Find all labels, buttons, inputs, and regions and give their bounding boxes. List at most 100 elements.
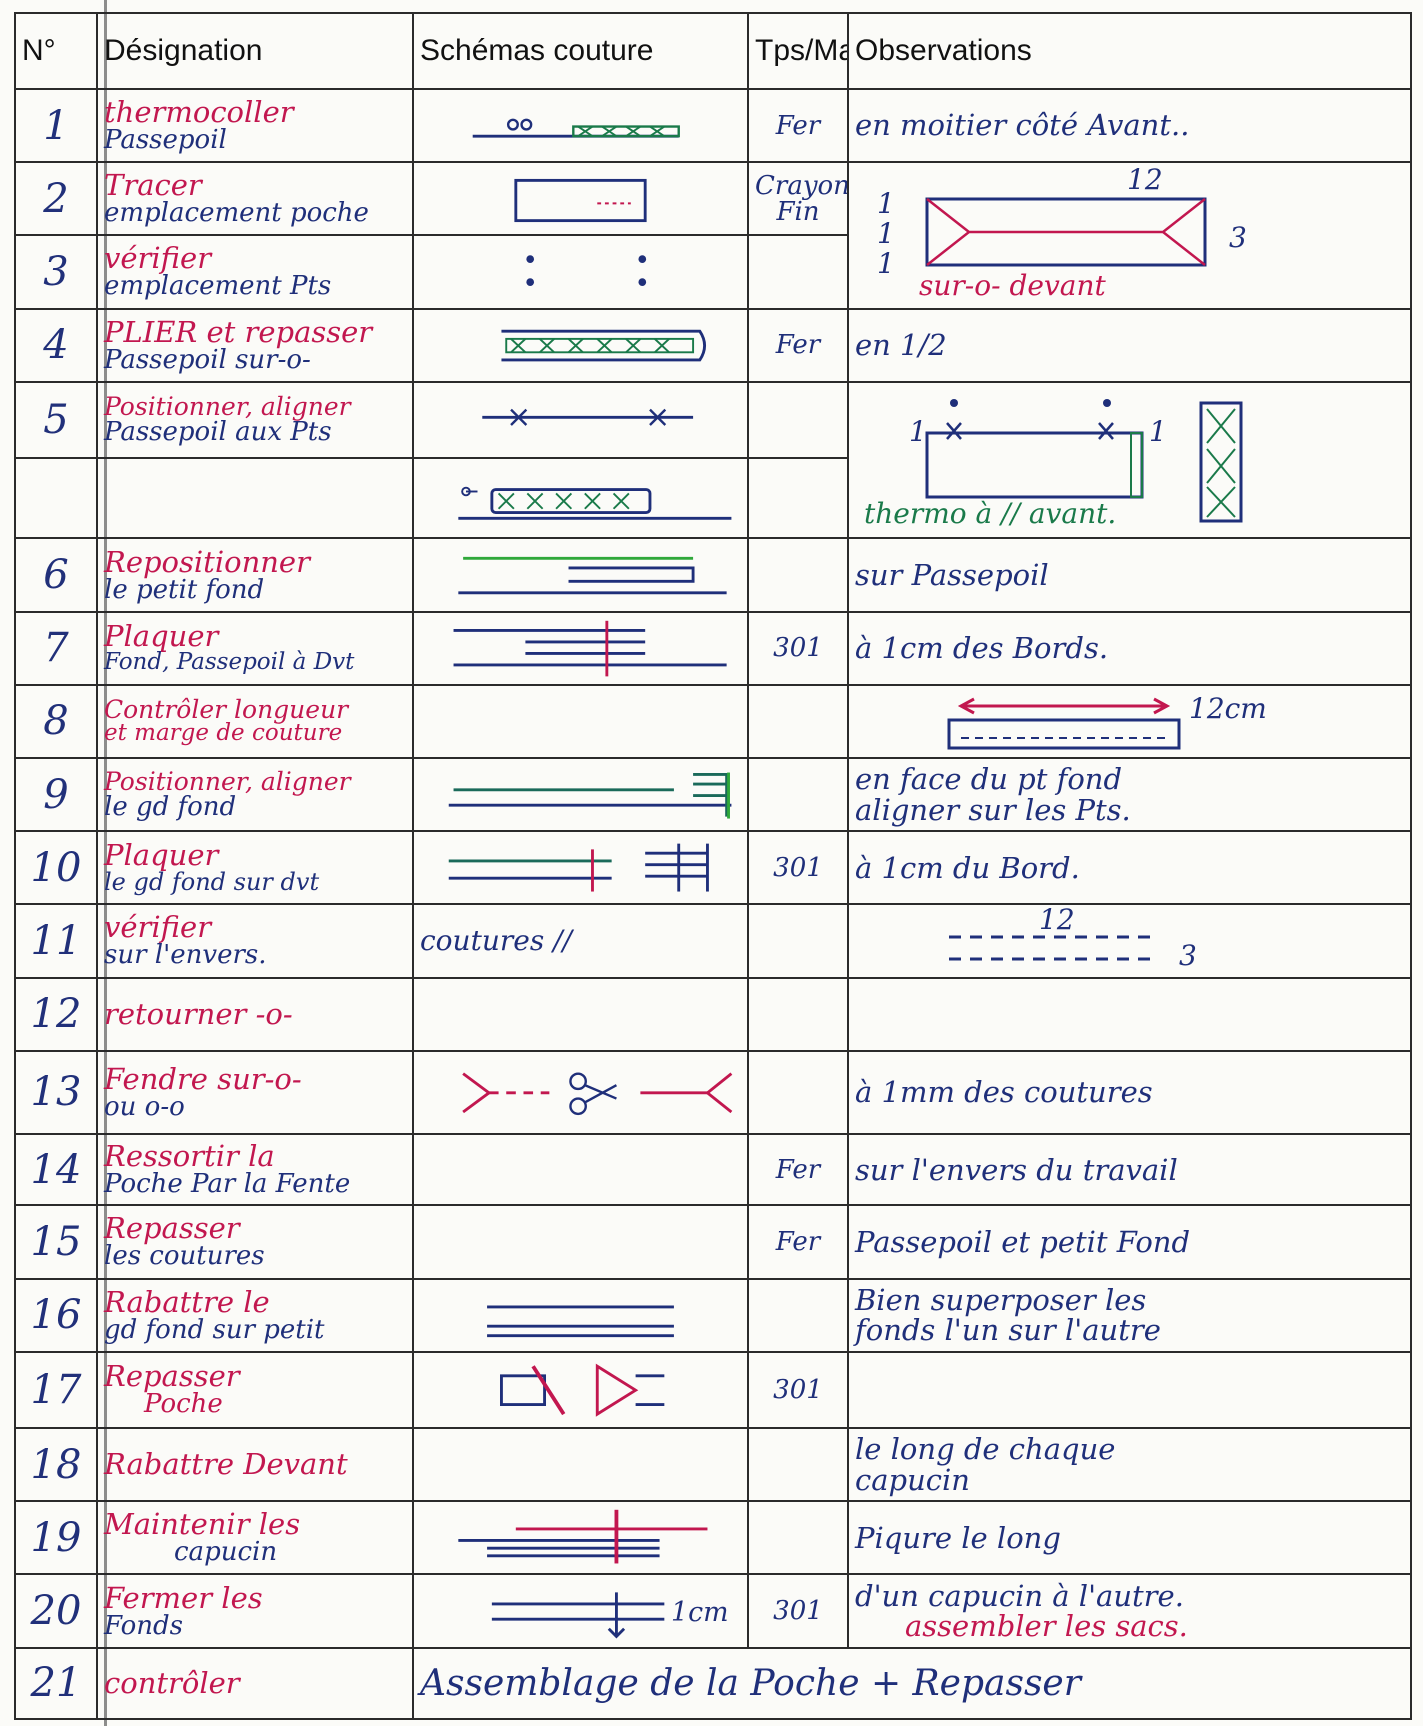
row-tps: Crayon Fin xyxy=(747,161,849,237)
designation-detail: le petit fond xyxy=(104,574,265,605)
row-tps xyxy=(747,903,849,979)
observation-line: en face du pt fond xyxy=(855,762,1123,797)
schema-align-sketch xyxy=(482,408,694,426)
designation-detail: Passepoil sur-o- xyxy=(104,344,311,375)
designation-action: retourner -o- xyxy=(104,996,293,1031)
row-observation: d'un capucin à l'autre.assembler les sac… xyxy=(847,1573,1412,1649)
schema-cell xyxy=(412,161,749,237)
schema-pocket-rectangle-sketch xyxy=(514,179,647,223)
seam-length-label: 12 xyxy=(1039,905,1075,936)
designation-detail: le gd fond xyxy=(104,792,237,823)
observation-thermo-diagram: 1 1 thermo à // avant. xyxy=(847,380,1412,540)
dimension-length-label: 12 xyxy=(1127,163,1163,196)
designation-action: Fendre sur-o- xyxy=(104,1061,302,1096)
row-number: 16 xyxy=(14,1277,98,1353)
observation-seams-diagram: 12 3 xyxy=(847,903,1412,979)
row-number: 6 xyxy=(14,537,98,613)
schema-cut-scissors-sketch xyxy=(462,1072,733,1115)
row-observation xyxy=(847,1350,1412,1430)
designation-detail: capucin xyxy=(174,1537,278,1568)
sewing-operations-table: N° Désignation Schémas couture Tps/Mach … xyxy=(14,12,1412,1721)
row-observation: en 1/2 xyxy=(847,307,1412,383)
designation-detail: et marge de couture xyxy=(104,720,343,747)
schema-fold-sketch xyxy=(501,329,707,361)
row-number: 7 xyxy=(14,610,98,686)
row-designation: Fendre sur-o-ou o-o xyxy=(96,1049,414,1136)
row-number: 19 xyxy=(14,1500,98,1576)
row-number: 3 xyxy=(14,234,98,310)
schema-cell xyxy=(412,1133,749,1207)
row-designation xyxy=(96,457,414,540)
observation-length-diagram: 12cm xyxy=(847,683,1412,759)
designation-action: Tracer xyxy=(104,168,202,203)
schema-cell xyxy=(412,610,749,686)
designation-action: Rabattre Devant xyxy=(104,1447,348,1482)
designation-action: vérifier xyxy=(104,241,212,276)
row-number: 13 xyxy=(14,1049,98,1136)
row-number: 5 xyxy=(14,380,98,460)
designation-detail: Poche xyxy=(144,1389,223,1420)
observation-line: d'un capucin à l'autre. xyxy=(855,1578,1184,1613)
designation-action: Plaquer xyxy=(104,619,219,654)
observation-line: le long de chaque xyxy=(855,1432,1116,1467)
schema-cell xyxy=(412,1427,749,1503)
observation-line: assembler les sacs. xyxy=(905,1609,1188,1644)
row-observation: sur l'envers du travail xyxy=(847,1133,1412,1207)
designation-action: contrôler xyxy=(104,1665,240,1700)
row-number: 15 xyxy=(14,1204,98,1280)
schema-cell xyxy=(412,1350,749,1430)
schema-plaquer-sketch xyxy=(453,620,727,677)
thermo-caption: thermo à // avant. xyxy=(864,497,1116,530)
row-observation xyxy=(847,976,1412,1052)
designation-action: Positionner, aligner xyxy=(104,767,351,797)
seam-width-label: 3 xyxy=(1179,939,1197,972)
row-tps xyxy=(747,1049,849,1136)
row-tps xyxy=(747,537,849,613)
final-step-note: Assemblage de la Poche + Repasser xyxy=(412,1646,1412,1721)
row-observation: à 1cm des Bords. xyxy=(847,610,1412,686)
designation-detail: Fond, Passepoil à Dvt xyxy=(104,649,355,676)
row-number: 9 xyxy=(14,756,98,833)
row-number: 8 xyxy=(14,683,98,759)
point-label: 1 xyxy=(909,415,927,448)
designation-action: Repasser xyxy=(104,1359,240,1394)
row-tps xyxy=(747,380,849,460)
schema-cell xyxy=(412,1500,749,1576)
designation-action: Fermer les xyxy=(104,1580,263,1615)
schema-cell: 1cm xyxy=(412,1573,749,1649)
row-designation: Rabattre Devant xyxy=(96,1427,414,1503)
designation-detail: emplacement Pts xyxy=(104,271,332,302)
row-tps xyxy=(747,457,849,540)
schema-cell xyxy=(412,683,749,759)
header-tps-mach: Tps/Mach xyxy=(747,12,849,90)
schema-cell xyxy=(412,457,749,540)
row-tps xyxy=(747,1500,849,1576)
designation-action: Repositionner xyxy=(104,544,310,579)
row-tps: 301 xyxy=(747,1350,849,1430)
schema-cell xyxy=(412,756,749,833)
designation-detail: Passepoil aux Pts xyxy=(104,417,332,448)
row-number: 4 xyxy=(14,307,98,383)
